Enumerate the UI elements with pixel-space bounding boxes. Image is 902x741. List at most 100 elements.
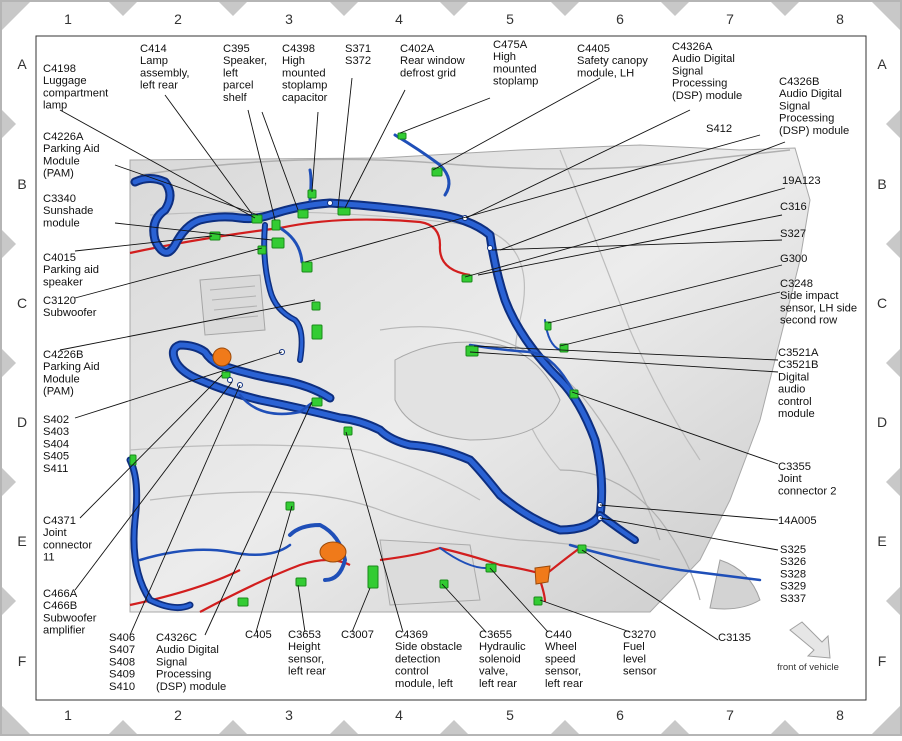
label-line: sensor,: [545, 666, 581, 678]
label-line: S411: [43, 463, 68, 475]
label-line: Audio Digital: [672, 53, 735, 65]
chevron-right-0: [886, 110, 900, 138]
label-line: S325: [780, 544, 806, 556]
label-line: capacitor: [282, 92, 328, 104]
column-label-bottom-1: 1: [64, 707, 72, 723]
label-c405: C405: [245, 629, 272, 641]
leader-line-19: [559, 291, 781, 347]
label-line: S407: [109, 644, 135, 656]
leader-line-4: [311, 111, 319, 193]
connector-21: [129, 454, 137, 466]
label-line: (PAM): [43, 168, 74, 180]
chevron-bottom-3: [440, 720, 468, 734]
chevron-bottom-0: [109, 720, 137, 734]
label-line: C4226A: [43, 131, 84, 143]
label-c316: C316: [780, 201, 807, 213]
leader-line-2: [247, 109, 276, 221]
leader-line-29: [599, 517, 779, 551]
column-label-bottom-4: 4: [395, 707, 403, 723]
row-label-C: C: [17, 295, 27, 311]
label-line: Processing: [779, 113, 834, 125]
label-line: C4326C: [156, 632, 197, 644]
label-line: 19A123: [782, 175, 821, 187]
leader-line-21: [59, 299, 316, 351]
label-line: valve,: [479, 666, 508, 678]
row-label-right-A: A: [877, 56, 887, 72]
label-line: control: [778, 396, 812, 408]
splice-dot-2: [487, 245, 493, 251]
label-line: S409: [109, 669, 135, 681]
label-line: C466B: [43, 600, 77, 612]
label-line: Module: [43, 373, 80, 385]
label-line: C3355: [778, 461, 811, 473]
row-label-right-D: D: [877, 414, 887, 430]
label-line: sensor,: [288, 653, 324, 665]
row-label-D: D: [17, 414, 27, 430]
label-s327: S327: [780, 228, 806, 240]
leader-line-11: [304, 134, 761, 263]
label-line: Signal: [672, 65, 703, 77]
label-line: Side obstacle: [395, 641, 462, 653]
chevron-top-3: [440, 2, 468, 16]
label-g300: G300: [780, 253, 807, 265]
chevron-right-3: [886, 468, 900, 496]
label-line: C3248: [780, 278, 813, 290]
connector-27: [485, 563, 497, 573]
leader-line-28: [74, 381, 233, 591]
row-label-right-B: B: [877, 176, 886, 192]
label-line: Parking Aid: [43, 143, 100, 155]
label-line: Processing: [672, 78, 727, 90]
label-line: C3521B: [778, 359, 818, 371]
leader-line-8: [432, 77, 601, 171]
label-line: level: [623, 653, 646, 665]
label-line: module, left: [395, 678, 454, 690]
label-line: C4326B: [779, 76, 819, 88]
label-line: Signal: [156, 656, 187, 668]
label-line: Digital: [778, 371, 809, 383]
column-label-8: 8: [836, 11, 844, 27]
label-line: Speaker,: [223, 55, 267, 67]
label-line: left rear: [288, 666, 326, 678]
connector-6: [271, 237, 285, 249]
connector-20: [343, 426, 353, 436]
chevron-top-1: [219, 2, 247, 16]
chevron-top-0: [109, 2, 137, 16]
label-line: C3135: [718, 632, 751, 644]
label-line: S329: [780, 581, 806, 593]
connectors: [129, 132, 603, 607]
label-14a005: 14A005: [778, 515, 817, 527]
leader-line-22: [473, 345, 779, 361]
leader-line-16: [491, 239, 783, 251]
label-line: (DSP) module: [672, 90, 742, 102]
column-label-3: 3: [285, 11, 293, 27]
leader-line-20: [74, 247, 263, 299]
connector-11: [397, 132, 407, 140]
leader-line-5: [337, 77, 353, 209]
label-c3135: C3135: [718, 632, 751, 644]
label-line: module: [778, 408, 815, 420]
label-line: connector: [43, 539, 92, 551]
label-line: left rear: [140, 80, 178, 92]
connector-28: [533, 596, 543, 606]
connector-24: [237, 597, 249, 607]
label-line: Lamp: [140, 55, 168, 67]
connector-2: [297, 209, 309, 219]
label-s412: S412: [706, 123, 732, 135]
label-line: stoplamp: [282, 80, 327, 92]
leader-line-36: [441, 583, 487, 633]
label-line: C395: [223, 43, 250, 55]
label-line: Height: [288, 641, 321, 653]
label-line: C3653: [288, 629, 321, 641]
label-line: stoplamp: [493, 76, 538, 88]
label-line: amplifier: [43, 625, 86, 637]
leader-line-10: [499, 141, 786, 251]
column-label-bottom-2: 2: [174, 707, 182, 723]
label-line: C3655: [479, 629, 512, 641]
